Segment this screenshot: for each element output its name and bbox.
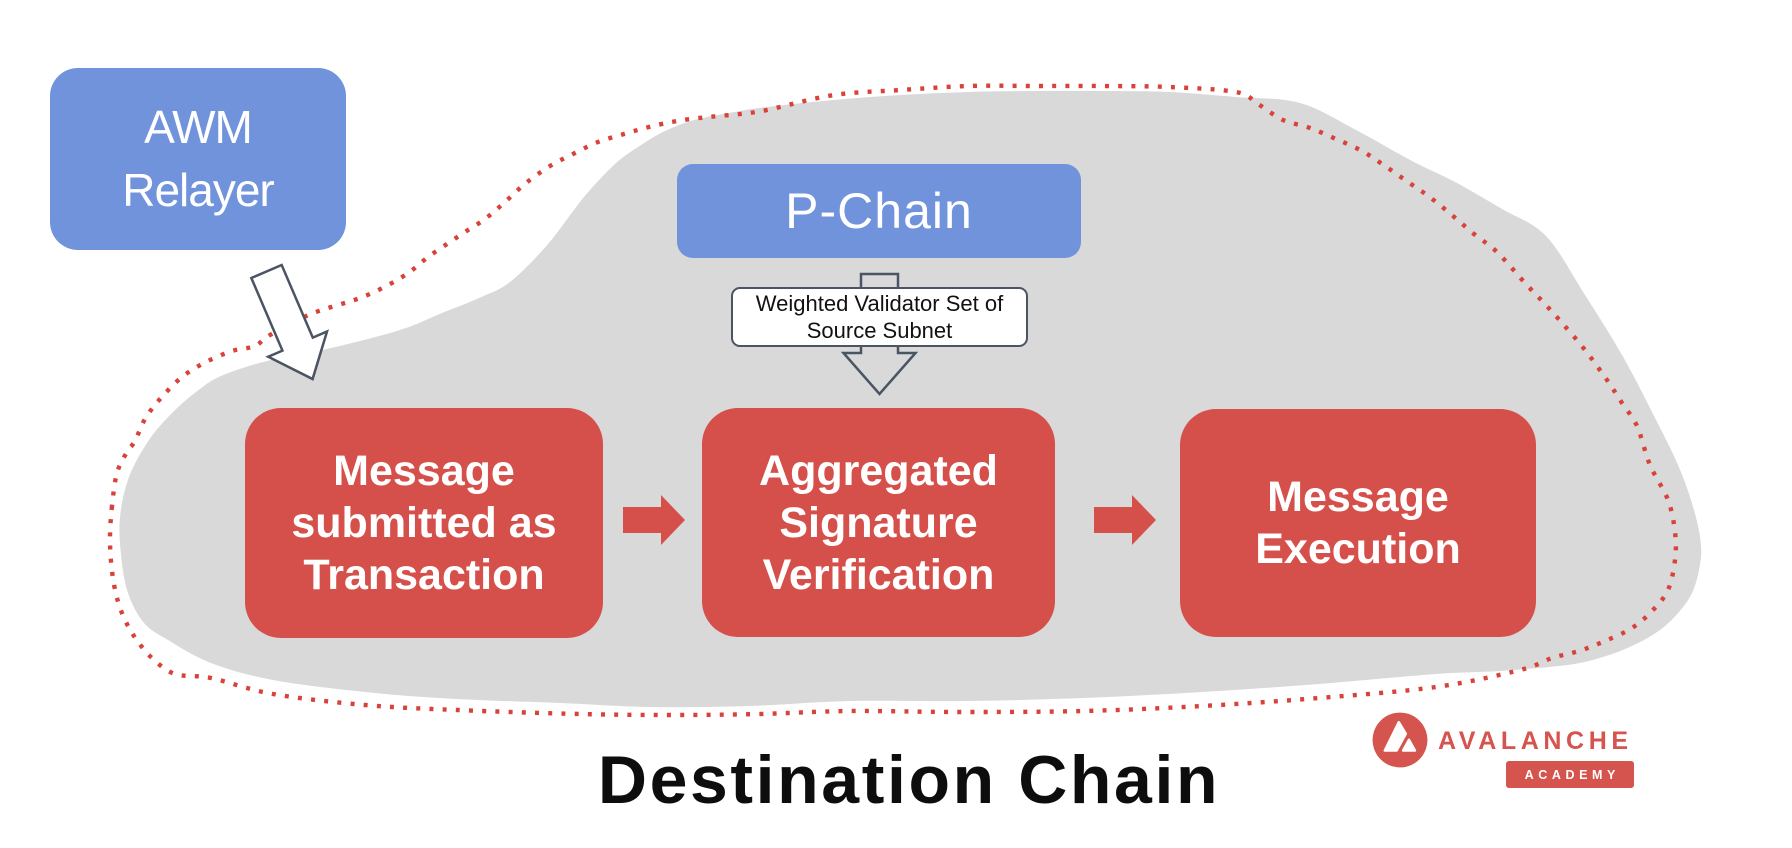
step-message-submitted: Message submitted as Transaction	[245, 408, 603, 638]
avalanche-academy-logo: AVALANCHE ACADEMY	[1368, 708, 1648, 798]
p-chain-label: P-Chain	[785, 182, 973, 239]
step-message-execution: Message Execution	[1180, 409, 1536, 637]
step-label: Message submitted as Transaction	[291, 447, 557, 599]
diagram-title: Destination Chain	[597, 742, 1221, 818]
step-label: Aggregated Signature Verification	[759, 446, 998, 599]
validator-set-node: Weighted Validator Set of Source Subnet	[731, 287, 1028, 347]
step-label: Message Execution	[1255, 473, 1461, 573]
p-chain-node: P-Chain	[677, 164, 1081, 258]
awm-relayer-node: AWM Relayer	[50, 68, 346, 250]
brand-academy-label: ACADEMY	[1524, 767, 1620, 782]
arrow-right-icon	[623, 495, 685, 545]
arrow-right-icon	[1094, 495, 1156, 545]
arrow-down-right-icon	[249, 263, 330, 381]
brand-name: AVALANCHE	[1438, 727, 1633, 755]
avalanche-mountain-icon	[1372, 712, 1428, 768]
awm-relayer-label: AWM Relayer	[122, 101, 275, 216]
step-aggregated-signature-verification: Aggregated Signature Verification	[702, 408, 1055, 637]
validator-set-label: Weighted Validator Set of Source Subnet	[755, 291, 1004, 343]
brand-academy-badge: ACADEMY	[1506, 761, 1634, 788]
